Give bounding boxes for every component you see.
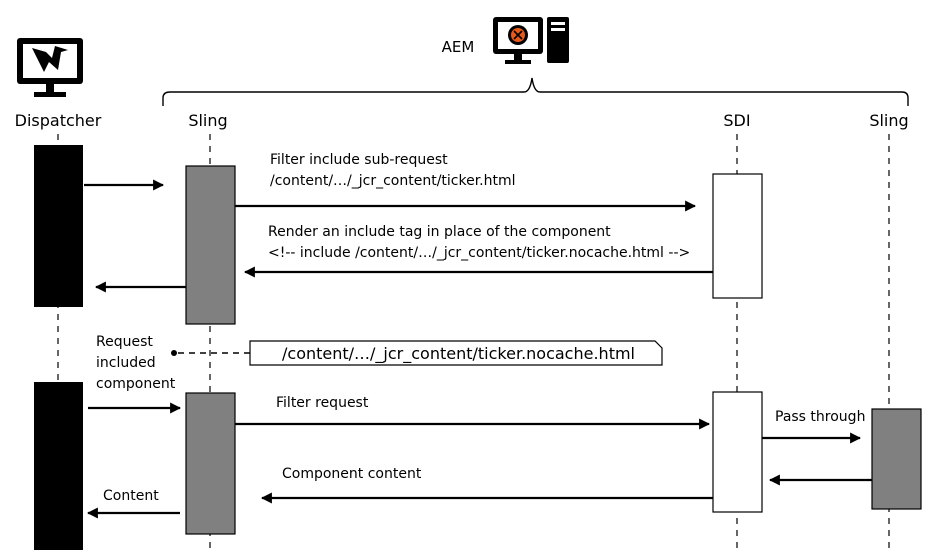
aem-computer-icon <box>493 17 569 64</box>
sling-right-activation <box>871 408 922 510</box>
lifelines <box>57 134 890 550</box>
note-request-line1: Request <box>96 334 153 350</box>
aem-brace <box>162 77 909 106</box>
include-path-text: /content/…/_jcr_content/ticker.nocache.h… <box>282 344 635 364</box>
message-component-content: Component content <box>282 466 422 482</box>
message-filter-include-line2: /content/…/_jcr_content/ticker.html <box>270 173 516 189</box>
sdi-activation-2 <box>712 391 763 513</box>
sdi-activation-1 <box>712 173 763 299</box>
include-path-note-box <box>249 340 663 366</box>
note-request-line3: component <box>96 376 176 392</box>
message-filter-request: Filter request <box>276 395 369 411</box>
dispatcher-activation-1 <box>34 145 83 307</box>
sling-activation-2 <box>185 392 236 535</box>
message-render-include-line2: <!-- include /content/…/_jcr_content/tic… <box>268 245 690 261</box>
dispatcher-monitor-icon <box>17 38 83 97</box>
sling-activation-1 <box>185 165 236 325</box>
participant-sling-right: Sling <box>869 111 908 130</box>
aem-label: AEM <box>442 38 475 56</box>
participant-dispatcher: Dispatcher <box>15 111 102 130</box>
note-request-line2: included <box>96 355 156 371</box>
message-pass-through: Pass through <box>775 409 865 425</box>
message-render-include-line1: Render an include tag in place of the co… <box>268 224 611 240</box>
participant-sling-left: Sling <box>188 111 227 130</box>
dispatcher-activation-2 <box>34 382 83 550</box>
participant-sdi: SDI <box>723 111 750 130</box>
message-filter-include-line1: Filter include sub-request <box>270 152 448 168</box>
note-connector-dot <box>171 350 177 356</box>
message-content: Content <box>103 488 159 504</box>
